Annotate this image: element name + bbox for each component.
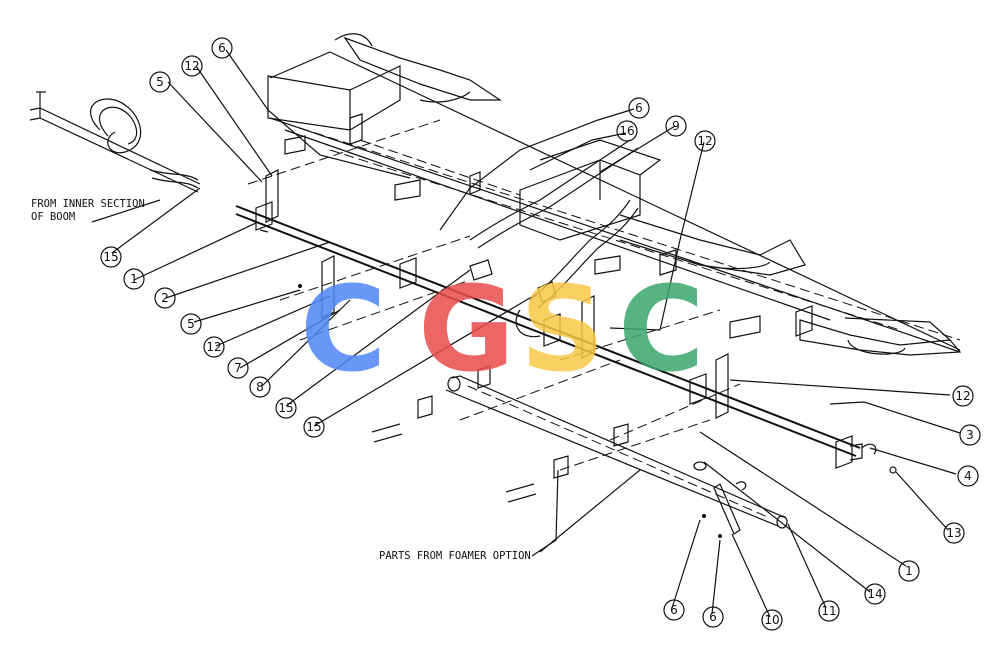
svg-text:8: 8 (256, 380, 264, 394)
watermark-letter-g: G (418, 260, 515, 398)
callout-15: 15 (303, 416, 325, 438)
foamer-bar (298, 284, 897, 538)
svg-text:5: 5 (156, 75, 164, 89)
callout-5: 5 (180, 313, 202, 335)
note-inner-section-line1: FROM INNER SECTION (31, 198, 145, 210)
svg-text:16: 16 (619, 124, 634, 138)
note-foamer-option: PARTS FROM FOAMER OPTION (379, 550, 531, 562)
callout-4: 4 (957, 465, 979, 487)
svg-text:4: 4 (964, 469, 972, 483)
callout-8: 8 (249, 376, 271, 398)
svg-text:6: 6 (635, 101, 643, 115)
watermark: C G S C (300, 260, 705, 398)
svg-text:15: 15 (306, 420, 321, 434)
callout-12: 12 (203, 336, 225, 358)
callout-1: 1 (898, 560, 920, 582)
svg-text:3: 3 (966, 428, 974, 442)
svg-text:5: 5 (187, 317, 195, 331)
svg-text:14: 14 (867, 587, 882, 601)
leader-lines (91, 49, 961, 618)
inner-section-hose (29, 91, 201, 193)
callout-11: 11 (818, 600, 840, 622)
callout-16: 16 (616, 120, 638, 142)
callout-6: 6 (702, 606, 724, 628)
watermark-letter-c1: C (300, 260, 387, 398)
callout-6: 6 (663, 599, 685, 621)
callout-12: 12 (181, 55, 203, 77)
svg-text:12: 12 (955, 389, 970, 403)
callout-6: 6 (628, 97, 650, 119)
callout-5: 5 (149, 71, 171, 93)
callout-15: 15 (100, 246, 122, 268)
svg-text:1: 1 (130, 272, 138, 286)
callout-12: 12 (694, 130, 716, 152)
callout-9: 9 (665, 115, 687, 137)
callout-15: 15 (275, 397, 297, 419)
svg-text:1: 1 (905, 564, 913, 578)
svg-text:6: 6 (218, 41, 226, 55)
callout-10: 10 (761, 609, 783, 631)
assembly-lines (247, 119, 741, 471)
callout-6: 6 (211, 37, 233, 59)
watermark-letter-s: S (520, 260, 605, 398)
svg-text:9: 9 (672, 119, 680, 133)
svg-text:15: 15 (278, 401, 293, 415)
svg-text:6: 6 (670, 603, 678, 617)
svg-text:2: 2 (161, 291, 169, 305)
callout-14: 14 (864, 583, 886, 605)
callout-1: 1 (123, 268, 145, 290)
callout-7: 7 (227, 357, 249, 379)
note-inner-section-line2: OF BOOM (31, 211, 75, 223)
svg-text:13: 13 (946, 526, 961, 540)
callout-3: 3 (959, 424, 981, 446)
callout-2: 2 (154, 287, 176, 309)
svg-text:6: 6 (709, 610, 717, 624)
svg-text:7: 7 (234, 361, 242, 375)
svg-text:12: 12 (206, 340, 221, 354)
callout-12: 12 (952, 385, 974, 407)
svg-text:12: 12 (184, 59, 199, 73)
svg-text:11: 11 (821, 604, 836, 618)
callout-13: 13 (943, 522, 965, 544)
svg-text:10: 10 (764, 613, 779, 627)
callouts: 5 12 6 6 16 9 12 15 1 2 5 12 7 8 15 15 1… (100, 37, 981, 631)
svg-text:12: 12 (697, 134, 712, 148)
svg-text:15: 15 (103, 250, 118, 264)
watermark-letter-c2: C (618, 260, 705, 398)
